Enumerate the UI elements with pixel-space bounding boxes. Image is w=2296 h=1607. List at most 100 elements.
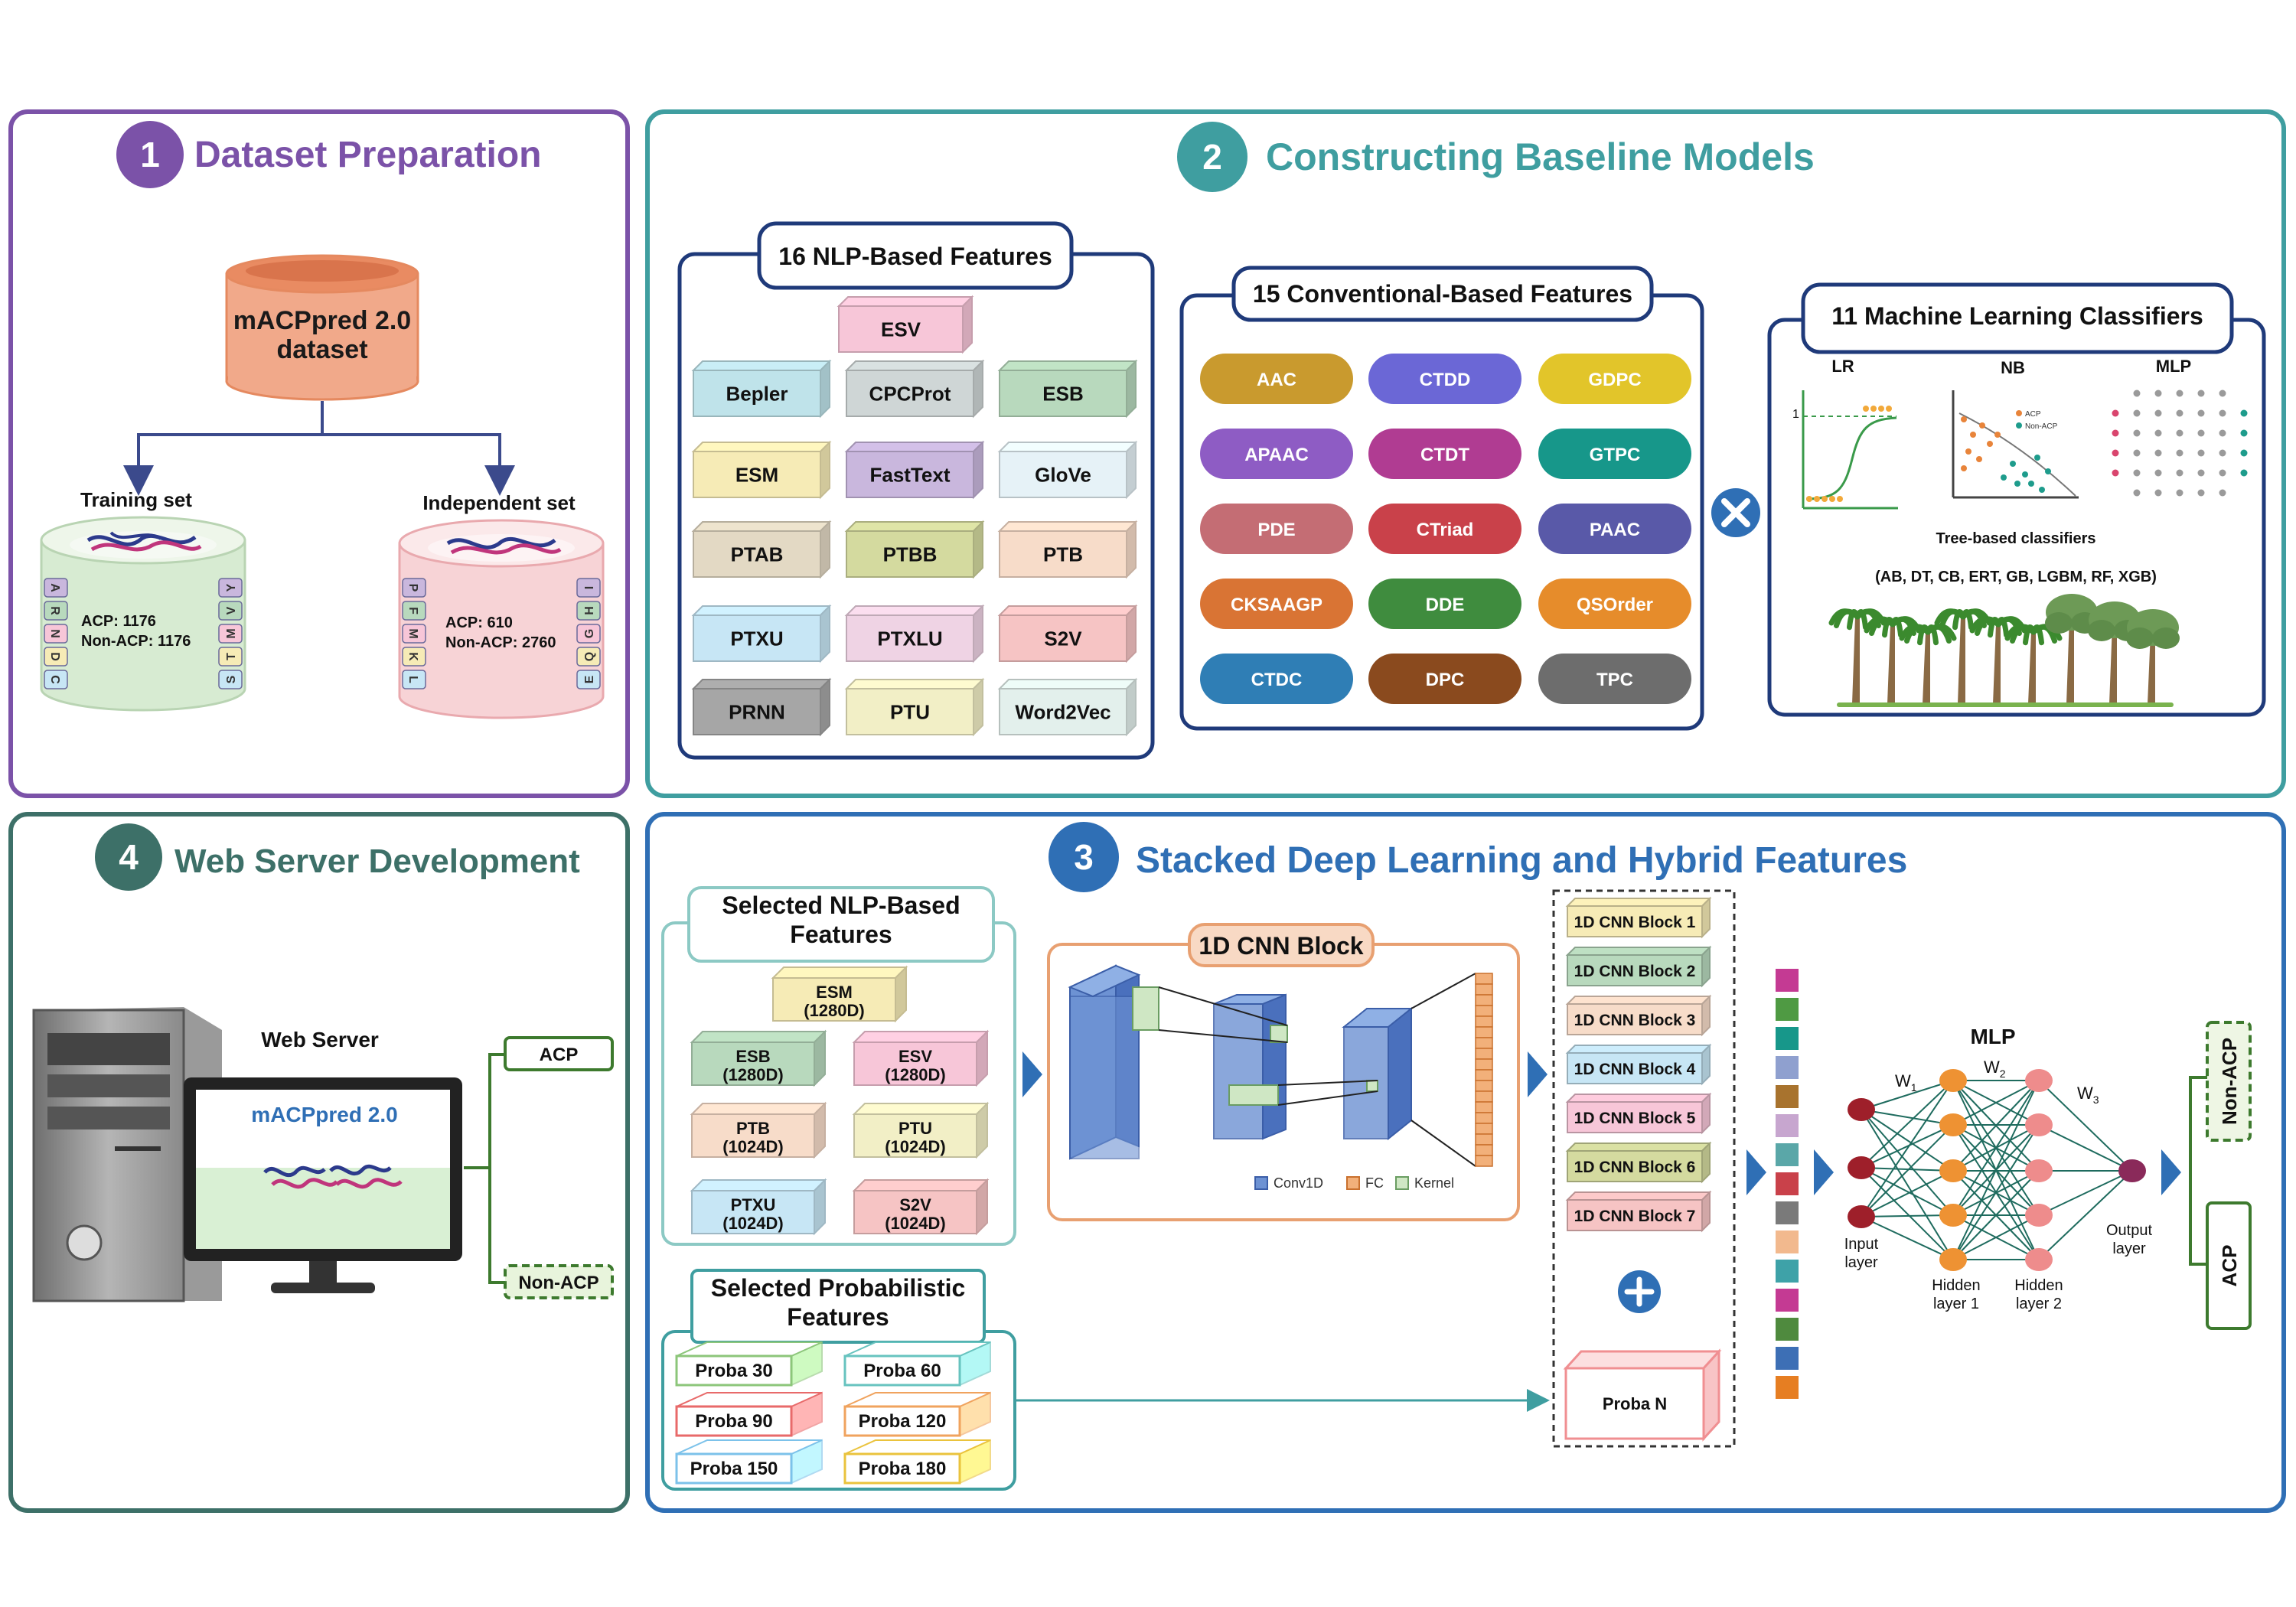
panel-4-number: 4 (119, 837, 139, 877)
mini-mlp-node (2133, 429, 2141, 437)
dataset-name-line2: dataset (276, 335, 367, 364)
feature-vector-cell (1776, 1260, 1799, 1283)
hidden1-label-2: layer 1 (1933, 1296, 1979, 1312)
nlp-tile-cpcprot: CPCProt (844, 359, 985, 419)
mlp-edge (1952, 1124, 2040, 1260)
nlp-tile-s2v-label: S2V (1044, 627, 1082, 650)
panel-2-frame (645, 109, 2286, 798)
amino-tag: D (44, 647, 68, 667)
training-acp-count: ACP: 1176 (81, 613, 156, 630)
mini-mlp-node (2176, 429, 2183, 437)
fc-unit (1475, 1048, 1493, 1060)
selected-nlp-s2v: S2V(1024D) (852, 1178, 990, 1236)
selected-nlp-esm-name: ESM (816, 983, 853, 1002)
amino-letter: Q (583, 652, 596, 661)
panel-3-title: Stacked Deep Learning and Hybrid Feature… (1136, 840, 1907, 881)
tree-forest-illustration (1828, 594, 2180, 707)
mini-mlp-node (2197, 390, 2205, 397)
amino-tag: E (576, 670, 601, 689)
fc-unit (1475, 1123, 1493, 1135)
cnn-block-label: 1D CNN Block 4 (1574, 1061, 1696, 1078)
conv-pill-label: CTriad (1417, 520, 1474, 540)
conv-pill-label: PDE (1257, 520, 1295, 540)
nlp-tile-cpcprot-label: CPCProt (869, 382, 951, 405)
proba-tile-label: Proba 120 (859, 1411, 947, 1432)
conv-pill-tpc: TPC (1538, 654, 1691, 704)
cnn-block-label: 1D CNN Block 5 (1574, 1110, 1696, 1127)
proba-tile-1: Proba 30 (675, 1341, 823, 1387)
amino-tag: V (218, 601, 243, 621)
feature-vector-cell (1776, 1114, 1799, 1137)
tree-icon (2088, 601, 2141, 704)
proba-tile-6: Proba 180 (843, 1439, 991, 1485)
selected-nlp-esm: ESM(1280D) (771, 965, 908, 1023)
nlp-tile-prnn: PRNN (691, 677, 832, 737)
web-output-nonacp-label: Non-ACP (518, 1273, 598, 1293)
selected-nlp-esb-name: ESB (735, 1047, 770, 1066)
conv-pill-label: GDPC (1588, 370, 1641, 390)
fc-unit (1475, 983, 1493, 996)
amino-letter: C (48, 675, 61, 684)
amino-letter: F (406, 607, 419, 614)
amino-letter: E (583, 675, 596, 683)
amino-letter: S (225, 675, 238, 683)
mlp-edge (1861, 1124, 1954, 1217)
training-set-label: Training set (80, 488, 192, 511)
hidden2-label-1: Hidden (2014, 1277, 2063, 1294)
panel-3-number: 3 (1074, 837, 1094, 877)
amino-letter: D (48, 652, 61, 661)
mlp-title: MLP (1970, 1025, 2015, 1048)
input-layer-label-2: layer (1844, 1254, 1878, 1271)
cnn-block-label: 1D CNN Block 6 (1574, 1159, 1696, 1176)
mlp-edge (1861, 1109, 1954, 1172)
cnn-block-stack: 1D CNN Block 11D CNN Block 21D CNN Block… (1565, 896, 1712, 1233)
conv-pill-label: GTPC (1590, 445, 1641, 465)
selected-nlp-esm-dim: (1280D) (804, 1001, 864, 1020)
amino-tag: R (44, 601, 68, 621)
mlp-node (1848, 1205, 1875, 1228)
cnn-block-label: 1D CNN Block 2 (1574, 963, 1696, 980)
lr-label: LR (1831, 357, 1854, 376)
flow-arrow-mlp-to-output (2161, 1149, 2181, 1195)
flow-arrow-cnn-to-stack (1528, 1051, 1548, 1097)
selected-proba-title-box (690, 1269, 986, 1344)
conv-pill-label: DPC (1426, 670, 1465, 690)
dataset-cylinder: mACPpred 2.0 dataset (225, 254, 419, 401)
conv-pill-aac: AAC (1200, 354, 1353, 404)
selected-nlp-tiles: ESM(1280D)ESB(1280D)ESV(1280D)PTB(1024D)… (690, 965, 990, 1236)
selected-nlp-title-line1: Selected NLP-Based (722, 892, 960, 919)
panel-4-title: Web Server Development (174, 843, 580, 880)
amino-letter: I (583, 586, 596, 589)
amino-tag: Y (218, 578, 243, 598)
selected-proba-title-line1: Selected Probabilistic (711, 1274, 966, 1302)
feature-vector-cell (1776, 1231, 1799, 1253)
proba-n-label: Proba N (1603, 1394, 1667, 1413)
output-layer-label-2: layer (2112, 1240, 2146, 1257)
tree-icon (1969, 616, 2027, 704)
mlp-node (1939, 1204, 1967, 1227)
conv-pill-cksaagp: CKSAAGP (1200, 579, 1353, 629)
mini-mlp-node (2154, 489, 2162, 497)
amino-letter: R (48, 606, 61, 615)
mlp-edge (1861, 1167, 1954, 1260)
w1-label: W1 (1895, 1071, 1917, 1094)
mlp-network (1848, 1069, 2146, 1271)
amino-letter: Y (225, 583, 238, 592)
mlp-edge (2038, 1170, 2133, 1260)
mini-mlp-node (2240, 449, 2248, 457)
mini-mlp-node (2112, 449, 2119, 457)
conv-pill-label: CTDT (1420, 445, 1469, 465)
mlp-edge (1861, 1109, 1954, 1126)
nlp-tile-esb-label: ESB (1042, 382, 1083, 405)
fc-unit (1475, 1112, 1493, 1124)
mini-mlp-node (2219, 409, 2226, 417)
conv-pill-pde: PDE (1200, 504, 1353, 554)
ml-classifiers-title-box (1801, 282, 2234, 354)
amino-tag: F (402, 601, 426, 621)
mini-mlp-node (2154, 390, 2162, 397)
output-layer-label-1: Output (2106, 1222, 2152, 1239)
conv-pill-dde: DDE (1368, 579, 1521, 629)
